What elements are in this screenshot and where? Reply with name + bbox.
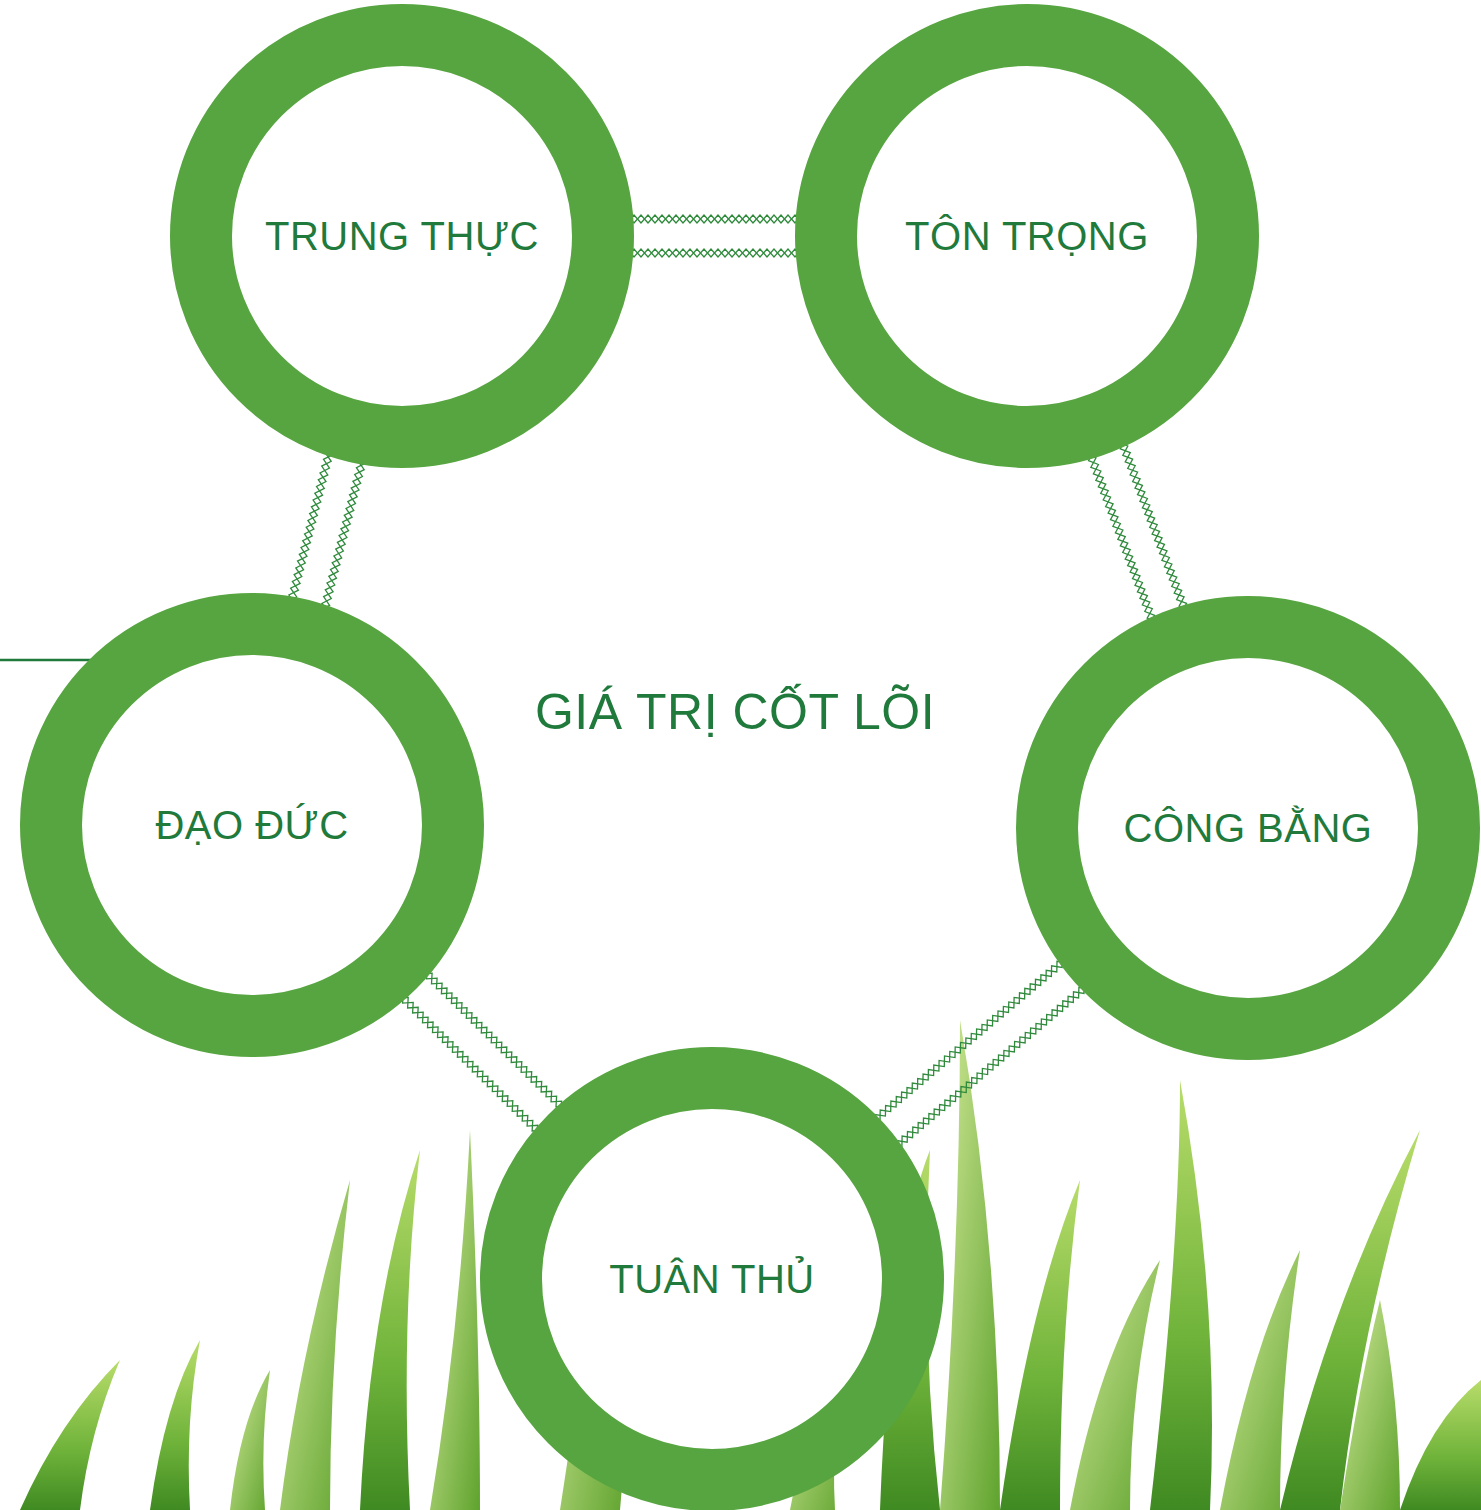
circle-outline xyxy=(1047,627,1449,1029)
diamond-chain-strand xyxy=(398,988,548,1136)
diamond-chain-strand xyxy=(422,963,572,1111)
diamond-chain-strand xyxy=(897,978,1090,1151)
circle-outline xyxy=(51,624,453,1026)
diamond-chain-connector xyxy=(1084,433,1189,625)
diamond-chain-connector xyxy=(286,446,368,619)
value-circle: TRUNG THỰC xyxy=(170,4,634,468)
diamond-chain-strand xyxy=(620,215,809,223)
diamond-chain-strand xyxy=(875,952,1068,1125)
circle-outline xyxy=(511,1078,913,1480)
diamond-chain-strand xyxy=(620,249,809,257)
diamond-chain-strand xyxy=(620,215,809,223)
value-label: TÔN TRỌNG xyxy=(905,214,1149,259)
diamond-chain-strand xyxy=(1084,448,1158,622)
leader-line xyxy=(0,659,95,662)
value-label: ĐẠO ĐỨC xyxy=(155,803,348,848)
diamond-chain-strand xyxy=(318,454,366,617)
circle-outline xyxy=(201,35,603,437)
diamond-chain-strand xyxy=(287,448,335,611)
diamond-chain-strand xyxy=(1115,436,1189,610)
value-circle: ĐẠO ĐỨC xyxy=(20,593,484,1057)
value-label: CÔNG BẰNG xyxy=(1124,806,1373,851)
grass-blades xyxy=(20,1020,1481,1510)
diamond-chain-connector xyxy=(620,215,809,257)
diamond-chain-strand xyxy=(620,249,809,257)
value-circle: TÔN TRỌNG xyxy=(795,4,1259,468)
diamond-chain-strand xyxy=(320,456,368,619)
diagram-title: GIÁ TRỊ CỐT LÕI xyxy=(535,683,935,741)
value-circle: CÔNG BẰNG xyxy=(1016,596,1480,1060)
value-circle: TUÂN THỦ xyxy=(480,1047,944,1510)
value-label: TRUNG THỰC xyxy=(265,214,539,259)
diamond-chain-connector xyxy=(870,952,1095,1151)
diamond-chain-connector xyxy=(393,963,572,1140)
value-label: TUÂN THỦ xyxy=(609,1257,814,1302)
circle-outline xyxy=(826,35,1228,437)
diamond-chain-strand xyxy=(286,446,333,609)
